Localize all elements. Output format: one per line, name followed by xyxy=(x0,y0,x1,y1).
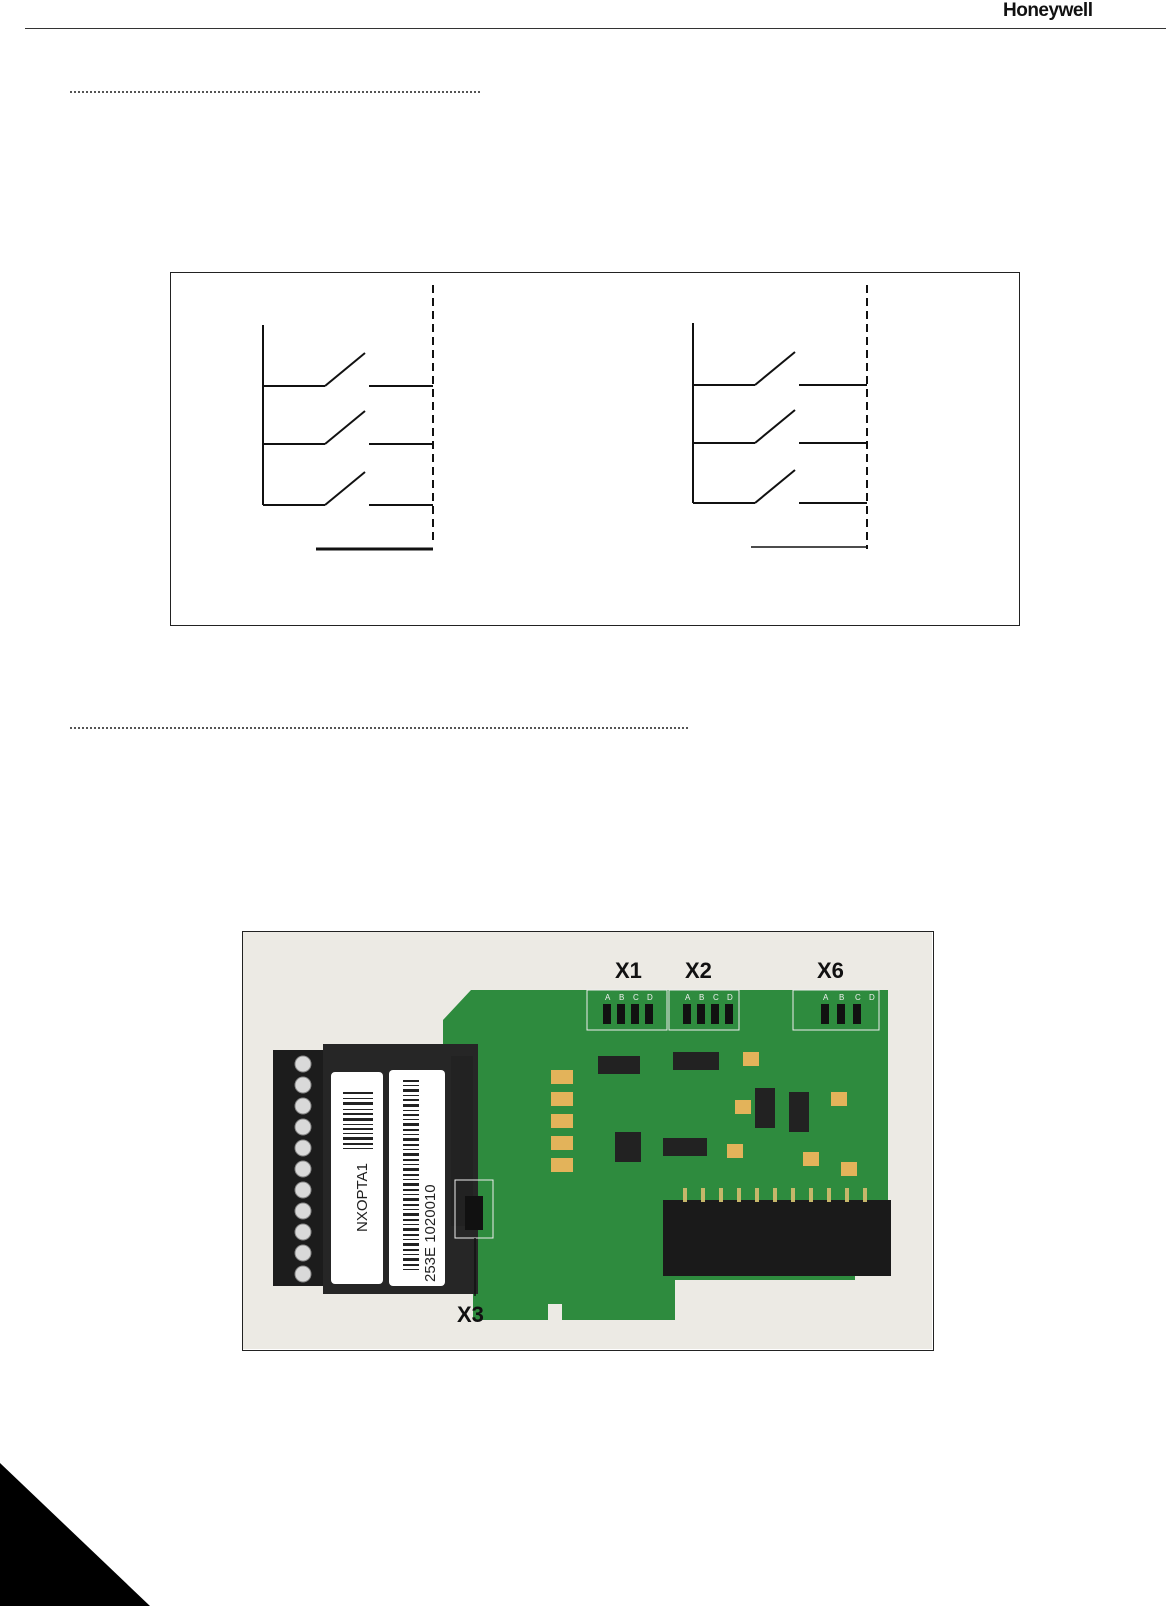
terminal-screws xyxy=(294,1055,312,1283)
jumper-x6-letter-a: A xyxy=(823,993,829,1002)
jumper-x6-letter-d: D xyxy=(869,993,875,1002)
jumper-x1-letter-d: D xyxy=(647,993,653,1002)
jumper-x6-outline xyxy=(792,989,880,1031)
jumper-x2-letter-a: A xyxy=(685,993,691,1002)
board-label-1: NXOPTA1 xyxy=(354,1163,371,1232)
connector-label-x2: X2 xyxy=(685,958,712,983)
connector-label-x3: X3 xyxy=(457,1302,484,1327)
switch-2-blade-left xyxy=(324,410,366,445)
jumper-x2-letter-b: B xyxy=(699,993,704,1002)
jumper-x1-letter-b: B xyxy=(619,993,624,1002)
switch-3-blade-right xyxy=(754,469,796,504)
header-connector xyxy=(663,1200,891,1276)
board-label-2: 253E 1020010 xyxy=(422,1184,439,1282)
jumper-x2-letter-d: D xyxy=(727,993,733,1002)
jumper-x2-letter-c: C xyxy=(713,993,719,1002)
jumper-x1-letter-a: A xyxy=(605,993,611,1002)
section-rule-2 xyxy=(70,727,688,729)
jumper-x6-letter-b: B xyxy=(839,993,844,1002)
jumper-x1-letter-c: C xyxy=(633,993,639,1002)
switch-wiring-diagram xyxy=(170,272,1020,626)
jumper-x1-outline xyxy=(586,989,668,1031)
jumper-x6-letter-c: C xyxy=(855,993,861,1002)
brand-logo: Honeywell xyxy=(1003,0,1093,21)
switch-3-blade-left xyxy=(324,471,366,506)
switch-1-blade-right xyxy=(754,351,796,386)
jumper-x2-outline xyxy=(668,989,740,1031)
jumper-x3-outline xyxy=(454,1179,494,1239)
connector-label-x6: X6 xyxy=(817,958,844,983)
board-photo: NXOPTA1 253E 1020010 xyxy=(242,931,934,1351)
connector-label-x1: X1 xyxy=(615,958,642,983)
switch-1-blade-left xyxy=(324,352,366,387)
header-rule xyxy=(25,28,1166,29)
wiring-diagram-svg xyxy=(262,285,868,551)
board-photo-svg: NXOPTA1 253E 1020010 xyxy=(243,932,932,1349)
section-rule-1 xyxy=(70,91,480,93)
switch-2-blade-right xyxy=(754,409,796,444)
